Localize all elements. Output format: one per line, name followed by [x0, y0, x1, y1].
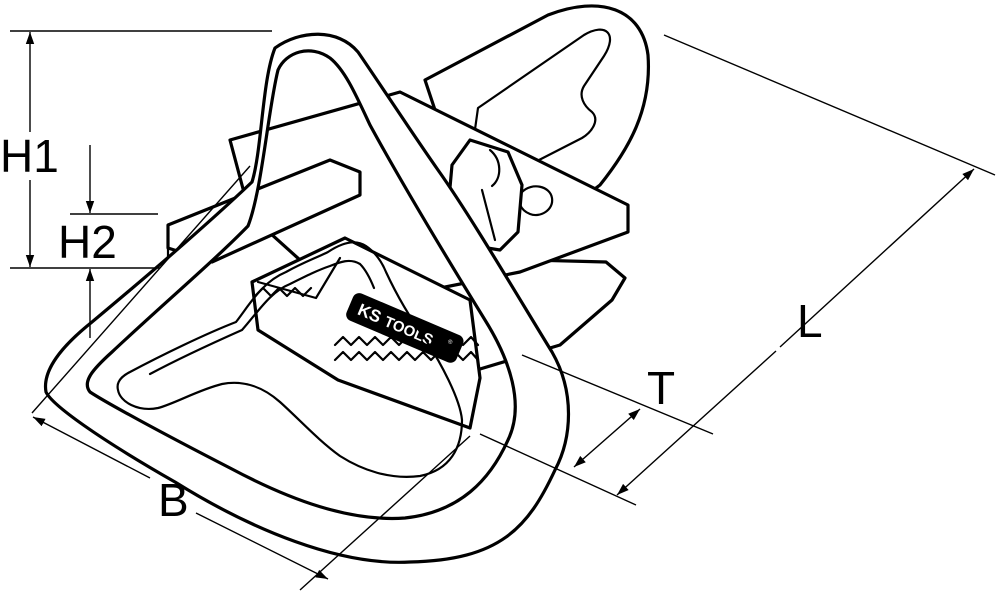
l-label: L	[797, 295, 823, 347]
h2-label: H2	[58, 216, 117, 268]
l-dimension-line-lower	[616, 350, 777, 496]
b-dimension-line-left	[32, 416, 151, 479]
l-extension-bottom	[479, 433, 637, 506]
dimension-lines: H1 H2 L T B	[0, 30, 996, 591]
h1-label: H1	[0, 130, 59, 182]
stirrup-handle	[43, 32, 571, 564]
logo-registered: ®	[447, 338, 454, 346]
stirrup-inner-contour	[116, 241, 464, 478]
puller-tool: KS TOOLS ®	[43, 4, 651, 564]
l-extension-top	[663, 34, 996, 176]
front-jaw	[250, 236, 482, 430]
t-label: T	[647, 362, 675, 414]
b-extension-left	[31, 165, 251, 414]
b-dimension-line-right	[195, 512, 329, 580]
b-label: B	[158, 474, 189, 526]
front-jaw-upper	[256, 256, 342, 300]
stirrup-inner-contour-2	[148, 259, 376, 376]
b-extension-right	[299, 435, 471, 591]
rear-plate-slot	[468, 28, 612, 182]
h1-label-bg	[0, 132, 58, 180]
brand-logo: KS TOOLS ®	[346, 293, 464, 363]
l-dimension-line-upper	[779, 168, 975, 348]
front-jaw-teeth-1	[253, 286, 313, 298]
t-dimension-line	[573, 408, 641, 468]
spindle-nut-edge	[480, 148, 501, 242]
t-extension-top	[521, 354, 714, 435]
